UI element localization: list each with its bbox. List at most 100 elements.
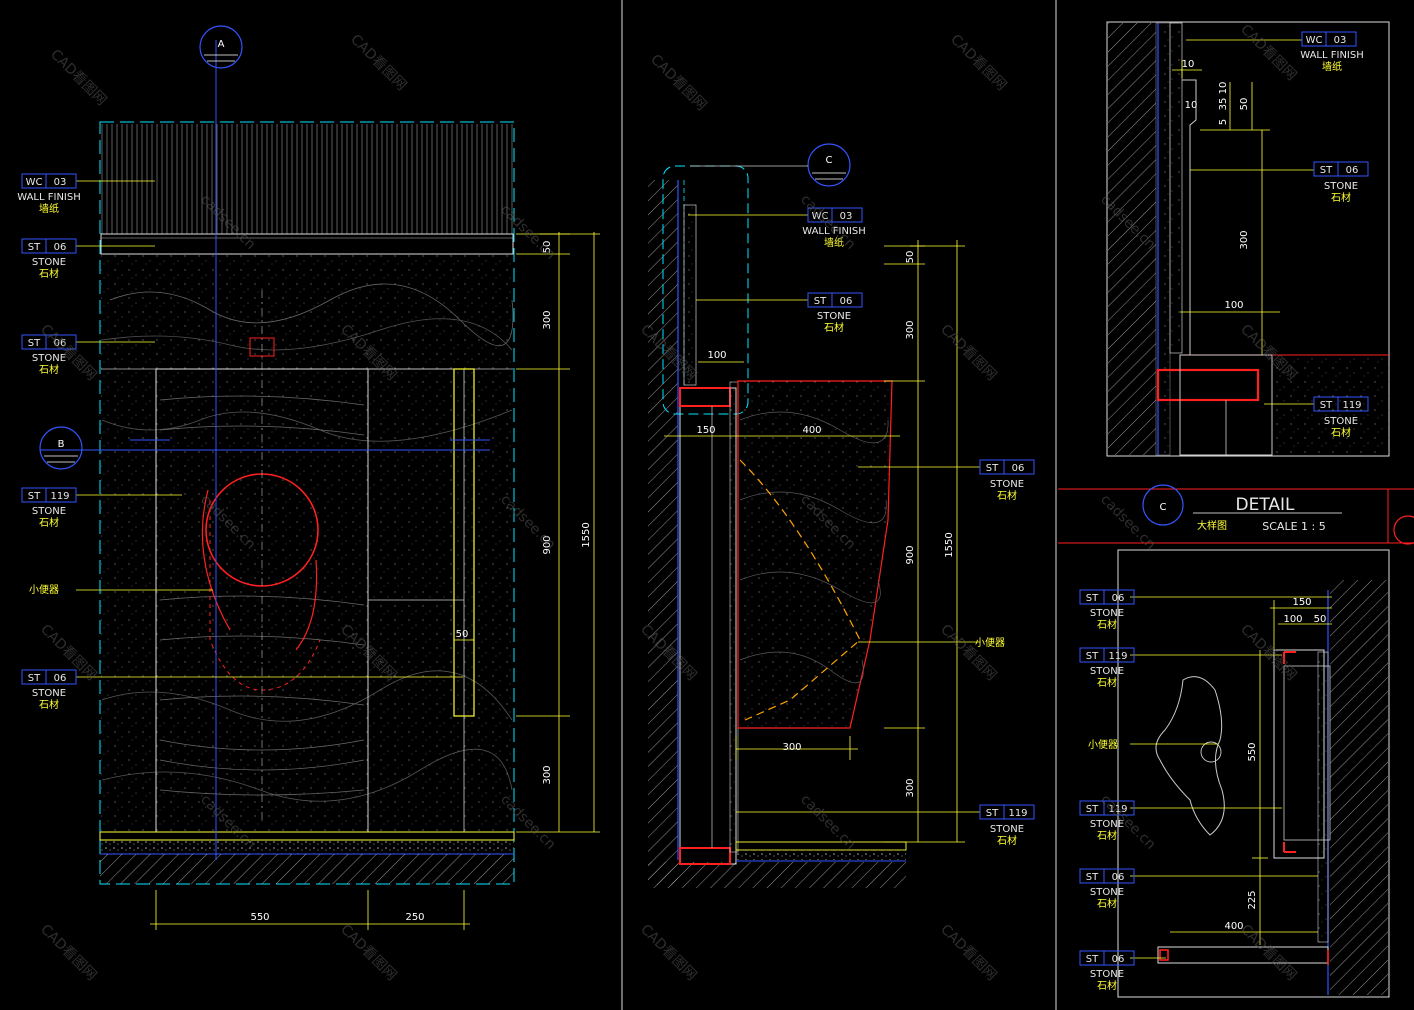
svg-text:550: 550	[250, 912, 269, 923]
bubble-b-label: B	[58, 439, 65, 450]
svg-text:119: 119	[1108, 804, 1127, 815]
svg-text:06: 06	[54, 242, 67, 253]
svg-text:ST: ST	[28, 338, 41, 349]
svg-text:10: 10	[1218, 82, 1229, 95]
svg-text:石材: 石材	[1331, 191, 1351, 204]
svg-text:5: 5	[1218, 119, 1229, 125]
detail-title: DETAIL	[1235, 495, 1295, 515]
svg-text:250: 250	[405, 912, 424, 923]
tag-st06-section-1: ST 06 STONE 石材	[807, 292, 863, 334]
svg-text:ST: ST	[1320, 400, 1333, 411]
tag-st06-elev-2: ST 06 STONE 石材	[21, 334, 77, 376]
tag-st06-plan-2: ST 06 STONE 石材	[1079, 868, 1135, 910]
svg-text:CAD看图网: CAD看图网	[47, 47, 109, 109]
svg-text:119: 119	[50, 491, 69, 502]
tag-wc03-detail: WC 03 WALL FINISH 墙纸	[1300, 31, 1364, 73]
svg-text:300: 300	[542, 765, 553, 784]
svg-text:ST: ST	[986, 808, 999, 819]
svg-text:STONE: STONE	[817, 311, 851, 322]
svg-text:石材: 石材	[1097, 897, 1117, 910]
tag-st06-section-2: ST 06 STONE 石材	[979, 459, 1035, 502]
svg-text:石材: 石材	[39, 267, 59, 280]
svg-text:900: 900	[905, 545, 916, 564]
svg-text:300: 300	[905, 778, 916, 797]
svg-text:墙纸: 墙纸	[824, 236, 844, 249]
svg-text:C: C	[826, 155, 833, 166]
svg-text:cadsee.cn: cadsee.cn	[1097, 492, 1158, 553]
tag-st06-elev-3: ST 06 STONE 石材	[21, 669, 77, 711]
svg-text:石材: 石材	[1331, 426, 1351, 439]
svg-text:石材: 石材	[997, 834, 1017, 847]
svg-text:CAD看图网: CAD看图网	[937, 322, 999, 384]
section-view: C WC 03 WALL FINISH 墙纸 ST 06 STONE 石材	[648, 143, 1035, 888]
svg-text:CAD看图网: CAD看图网	[937, 922, 999, 984]
svg-text:ST: ST	[1086, 593, 1099, 604]
svg-text:CAD看图网: CAD看图网	[337, 922, 399, 984]
svg-text:ST: ST	[814, 296, 827, 307]
svg-text:119: 119	[1008, 808, 1027, 819]
svg-text:STONE: STONE	[1090, 969, 1124, 980]
svg-text:150: 150	[696, 425, 715, 436]
svg-text:STONE: STONE	[1324, 416, 1358, 427]
svg-text:STONE: STONE	[1090, 666, 1124, 677]
svg-text:ST: ST	[1086, 954, 1099, 965]
detail-plan-view: ST 06 STONE 石材 ST 119 STONE 石材 小便器 ST 11…	[1079, 549, 1390, 998]
elev-dim-vertical	[516, 232, 600, 833]
svg-text:119: 119	[1342, 400, 1361, 411]
svg-text:CAD看图网: CAD看图网	[637, 922, 699, 984]
svg-text:石材: 石材	[39, 363, 59, 376]
svg-text:10: 10	[1185, 100, 1198, 111]
svg-text:06: 06	[1112, 593, 1125, 604]
svg-text:400: 400	[802, 425, 821, 436]
bubble-a	[199, 25, 243, 69]
svg-text:50: 50	[1239, 98, 1250, 111]
svg-text:50: 50	[456, 629, 469, 640]
tag-st06-plan-3: ST 06 STONE 石材	[1079, 950, 1135, 992]
svg-text:cadsee.cn: cadsee.cn	[797, 792, 858, 853]
svg-text:STONE: STONE	[32, 257, 66, 268]
svg-text:100: 100	[707, 350, 726, 361]
bubble-b	[39, 426, 83, 470]
svg-text:06: 06	[54, 673, 67, 684]
svg-text:WC: WC	[812, 211, 829, 222]
svg-text:06: 06	[54, 338, 67, 349]
svg-text:35: 35	[1218, 98, 1229, 111]
svg-text:03: 03	[1334, 35, 1347, 46]
svg-text:STONE: STONE	[990, 824, 1024, 835]
svg-text:119: 119	[1108, 651, 1127, 662]
svg-text:石材: 石材	[39, 698, 59, 711]
svg-text:STONE: STONE	[990, 479, 1024, 490]
svg-text:WALL FINISH: WALL FINISH	[1300, 50, 1364, 61]
detail-subtitle: 大样图	[1197, 519, 1227, 532]
svg-text:225: 225	[1247, 890, 1258, 909]
svg-text:石材: 石材	[1097, 618, 1117, 631]
svg-text:STONE: STONE	[32, 688, 66, 699]
svg-text:STONE: STONE	[1090, 819, 1124, 830]
bubble-c-detail: C	[1160, 502, 1167, 513]
svg-text:石材: 石材	[1097, 979, 1117, 992]
svg-text:CAD看图网: CAD看图网	[1237, 322, 1299, 384]
svg-text:150: 150	[1292, 597, 1311, 608]
svg-text:WALL FINISH: WALL FINISH	[802, 226, 866, 237]
svg-text:50: 50	[905, 251, 916, 264]
svg-text:STONE: STONE	[32, 353, 66, 364]
svg-text:ST: ST	[1320, 165, 1333, 176]
svg-text:WC: WC	[1306, 35, 1323, 46]
bubble-a-label: A	[218, 39, 225, 50]
tag-st119-elev: ST 119 STONE 石材	[21, 487, 77, 529]
svg-text:WALL FINISH: WALL FINISH	[17, 192, 81, 203]
svg-text:CAD看图网: CAD看图网	[37, 622, 99, 684]
svg-text:CAD看图网: CAD看图网	[37, 922, 99, 984]
svg-text:ST: ST	[1086, 872, 1099, 883]
svg-text:100: 100	[1283, 614, 1302, 625]
svg-text:CAD看图网: CAD看图网	[347, 32, 409, 94]
svg-text:06: 06	[1112, 872, 1125, 883]
svg-text:50: 50	[1314, 614, 1327, 625]
tag-wc03-section: WC 03 WALL FINISH 墙纸	[802, 207, 866, 249]
svg-text:06: 06	[1112, 954, 1125, 965]
svg-text:ST: ST	[28, 242, 41, 253]
svg-text:CAD看图网: CAD看图网	[1237, 22, 1299, 84]
svg-text:ST: ST	[28, 673, 41, 684]
svg-text:STONE: STONE	[1090, 887, 1124, 898]
